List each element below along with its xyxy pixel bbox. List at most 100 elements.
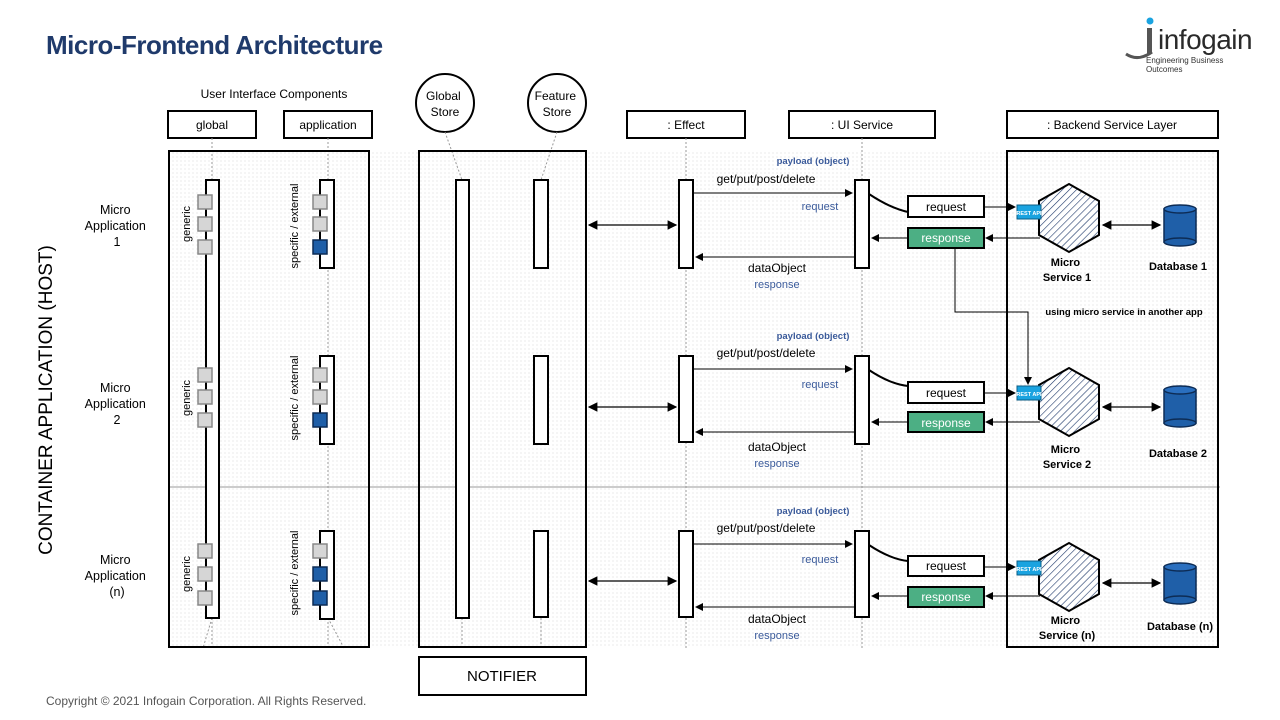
header-backend-box — [1006, 110, 1219, 139]
generic-component — [197, 239, 213, 255]
request-caption: request — [802, 201, 839, 213]
request-box-label: request — [926, 386, 967, 400]
database-icon — [1163, 562, 1197, 605]
generic-component — [197, 216, 213, 232]
generic-component — [197, 412, 213, 428]
methods-label: get/put/post/delete — [717, 346, 816, 360]
effect-activation-bar — [678, 355, 694, 443]
request-curve — [868, 544, 909, 562]
header-ui-service-label: : UI Service — [831, 118, 893, 132]
request-box-label: request — [926, 200, 967, 214]
notifier-box — [418, 656, 587, 696]
rest-api-label: REST API — [1016, 567, 1042, 573]
logo-swoosh-icon — [1125, 17, 1154, 59]
rest-api-badge — [1016, 560, 1042, 576]
generic-label: generic — [181, 555, 193, 592]
response-box-label: response — [921, 416, 971, 430]
generic-component — [197, 194, 213, 210]
methods-label: get/put/post/delete — [717, 172, 816, 186]
response-box-label: response — [921, 231, 971, 245]
global-store-label: Global Store — [426, 89, 464, 119]
request-box-label: request — [926, 559, 967, 573]
data-object-label: dataObject — [748, 440, 807, 454]
ui-components-panel — [168, 150, 370, 648]
header-application-box — [283, 110, 373, 139]
global-store-activation-bar — [455, 179, 470, 619]
micro-application-2-label: Micro Application 2 — [85, 381, 150, 427]
rest-api-label: REST API — [1016, 211, 1042, 217]
generic-component — [197, 367, 213, 383]
header-backend-label: : Backend Service Layer — [1047, 118, 1177, 132]
row-n: Micro Application (n) generic specific /… — [85, 506, 1214, 642]
data-object-label: dataObject — [748, 261, 807, 275]
database-icon — [1163, 385, 1197, 428]
effect-activation-bar — [678, 179, 694, 269]
global-store-circle — [415, 73, 475, 133]
micro-service-1-label: Micro Service 1 — [1043, 257, 1091, 284]
infogain-logo: infogain Engineering Business Outcomes — [1120, 14, 1260, 74]
feature-store-label: Feature Store — [535, 89, 580, 119]
specific-external-label: specific / external — [289, 531, 301, 616]
specific-component — [312, 389, 328, 405]
cross-app-connector — [954, 248, 1032, 385]
copyright-text: Copyright © 2021 Infogain Corporation. A… — [46, 694, 367, 708]
header-application-label: application — [299, 118, 356, 132]
request-caption: request — [802, 379, 839, 391]
response-caption: response — [754, 458, 799, 470]
micro-application-1-label: Micro Application 1 — [85, 203, 150, 249]
ui-service-activation-bar — [854, 179, 870, 269]
header-ui-service-box — [788, 110, 936, 139]
response-box-label: response — [921, 590, 971, 604]
request-box — [907, 555, 985, 577]
micro-service-hexagon — [1038, 182, 1100, 254]
rest-api-badge — [1016, 385, 1042, 401]
payload-label: payload (object) — [777, 506, 850, 517]
response-box — [907, 411, 985, 433]
request-curve — [868, 369, 909, 387]
database-icon — [1163, 204, 1197, 247]
backend-panel — [1006, 150, 1219, 648]
payload-label: payload (object) — [777, 156, 850, 167]
specific-component — [312, 216, 328, 232]
page-title: Micro-Frontend Architecture — [46, 30, 383, 60]
micro-application-n-label: Micro Application (n) — [85, 553, 150, 599]
store-panel — [418, 150, 587, 648]
external-component — [312, 566, 328, 582]
response-caption: response — [754, 630, 799, 642]
feature-store-activation-bar — [533, 530, 549, 618]
response-box — [907, 227, 985, 249]
feature-store-activation-bar — [533, 355, 549, 445]
data-object-label: dataObject — [748, 612, 807, 626]
ui-components-label: User Interface Components — [201, 87, 348, 101]
cross-app-label: using micro service in another app — [1045, 307, 1203, 318]
ui-service-activation-bar — [854, 355, 870, 445]
header-global-label: global — [196, 118, 228, 132]
rest-api-label: REST API — [1016, 392, 1042, 398]
specific-component — [312, 194, 328, 210]
container-host-label: CONTAINER APPLICATION (HOST) — [36, 245, 57, 555]
methods-label: get/put/post/delete — [717, 521, 816, 535]
micro-service-n-label: Micro Service (n) — [1039, 615, 1096, 642]
specific-external-label: specific / external — [289, 184, 301, 269]
header-global-box — [167, 110, 257, 139]
database-1-label: Database 1 — [1149, 261, 1207, 273]
external-component — [312, 239, 328, 255]
rest-api-badge — [1016, 204, 1042, 220]
database-2-label: Database 2 — [1149, 448, 1207, 460]
effect-activation-bar — [678, 530, 694, 618]
payload-label: payload (object) — [777, 331, 850, 342]
generic-component — [197, 566, 213, 582]
external-component — [312, 412, 328, 428]
request-caption: request — [802, 554, 839, 566]
row-1: Micro Application 1 generic specific / e… — [85, 156, 1207, 291]
specific-component — [312, 543, 328, 559]
generic-component — [197, 389, 213, 405]
header-effect-label: : Effect — [667, 118, 705, 132]
generic-component — [197, 543, 213, 559]
specific-external-label: specific / external — [289, 356, 301, 441]
row-2: Micro Application 2 generic specific / e… — [85, 331, 1207, 471]
generic-label: generic — [181, 379, 193, 416]
micro-service-hexagon — [1038, 541, 1100, 613]
notifier-label: NOTIFIER — [467, 668, 537, 685]
